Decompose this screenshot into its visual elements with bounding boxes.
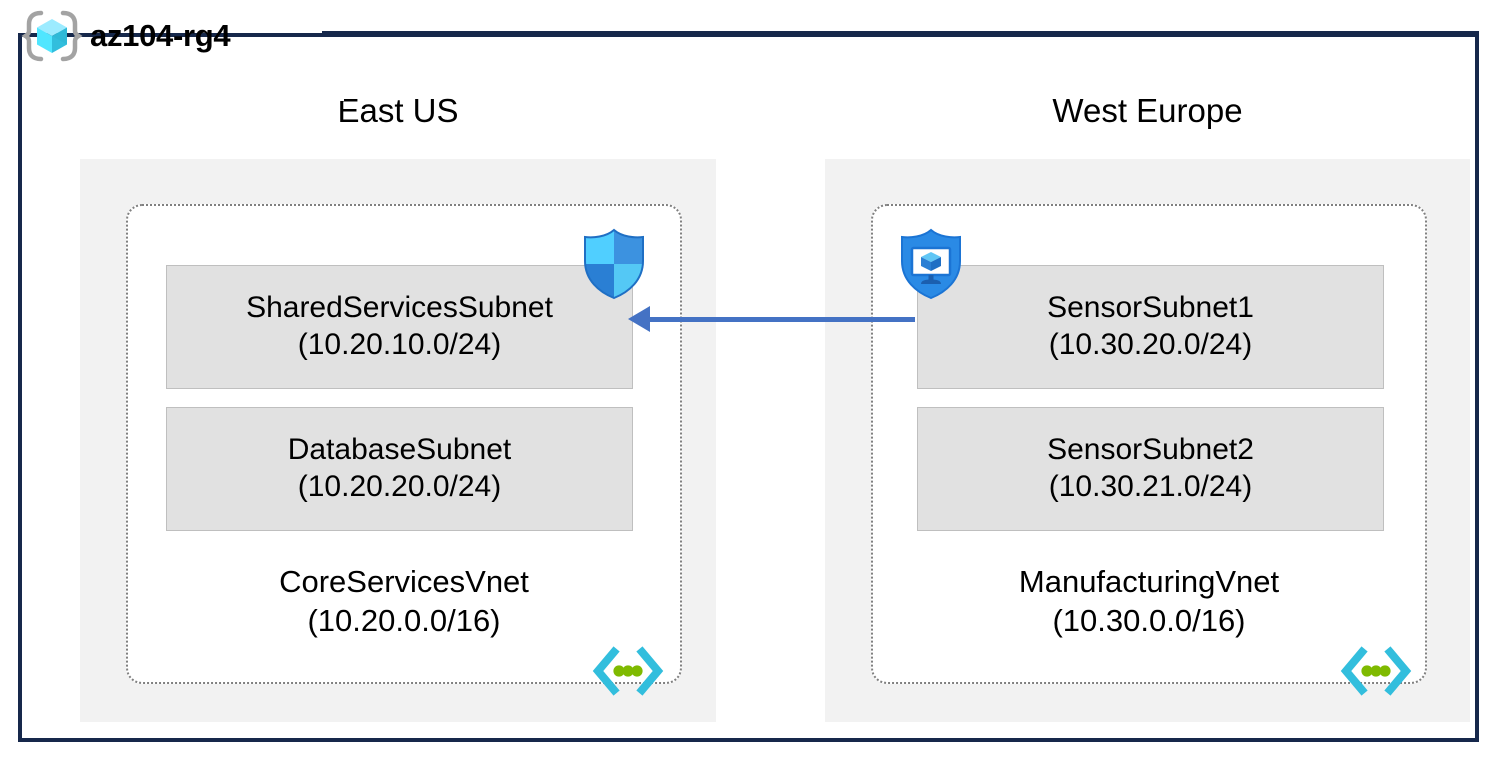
subnet-cidr: (10.30.20.0/24) (1048, 328, 1253, 361)
resource-group-label: az104-rg4 (21, 9, 231, 63)
vnet-name: ManufacturingVnet (1018, 564, 1280, 599)
vnet-icon[interactable] (1340, 646, 1412, 696)
subnet-shared-services[interactable]: SharedServicesSubnet (10.20.10.0/24) (166, 265, 633, 389)
subnet-sensor-2[interactable]: SensorSubnet2 (10.30.21.0/24) (917, 407, 1384, 531)
subnet-cidr: (10.30.21.0/24) (1048, 470, 1253, 503)
subnet-name: SensorSubnet2 (1047, 433, 1254, 467)
vnet-manufacturing[interactable]: SensorSubnet1 (10.30.20.0/24) SensorSubn… (871, 204, 1427, 684)
subnet-database[interactable]: DatabaseSubnet (10.20.20.0/24) (166, 407, 633, 531)
subnet-cidr: (10.20.20.0/24) (297, 470, 502, 503)
subnet-name: DatabaseSubnet (287, 433, 512, 467)
vnet-peering-arrow-line (650, 317, 915, 322)
vnet-cidr: (10.20.0.0/16) (307, 602, 501, 638)
frame-top-border-segment (322, 31, 1479, 35)
vnet-cidr: (10.30.0.0/16) (1052, 602, 1246, 638)
region-label-west-europe: West Europe (1052, 92, 1243, 129)
application-security-group-shield-icon[interactable] (897, 228, 965, 300)
resource-group-frame (18, 33, 1479, 742)
region-label-east-us: East US (337, 92, 459, 129)
vnet-label-manufacturing: ManufacturingVnet (10.30.0.0/16) (873, 563, 1425, 641)
vnet-name: CoreServicesVnet (279, 564, 529, 599)
subnet-sensor-1[interactable]: SensorSubnet1 (10.30.20.0/24) (917, 265, 1384, 389)
resource-group-label-backdrop (44, 45, 344, 101)
network-security-group-shield-icon[interactable] (580, 228, 648, 300)
resource-group-name: az104-rg4 (90, 18, 231, 53)
vnet-icon[interactable] (592, 646, 664, 696)
resource-group-cube-icon (21, 10, 83, 62)
subnet-name: SharedServicesSubnet (246, 291, 553, 325)
vnet-label-core-services: CoreServicesVnet (10.20.0.0/16) (128, 563, 680, 641)
vnet-core-services[interactable]: SharedServicesSubnet (10.20.10.0/24) Dat… (126, 204, 682, 684)
subnet-name: SensorSubnet1 (1047, 291, 1254, 325)
subnet-cidr: (10.20.10.0/24) (297, 328, 502, 361)
vnet-peering-arrow-head (628, 306, 650, 332)
